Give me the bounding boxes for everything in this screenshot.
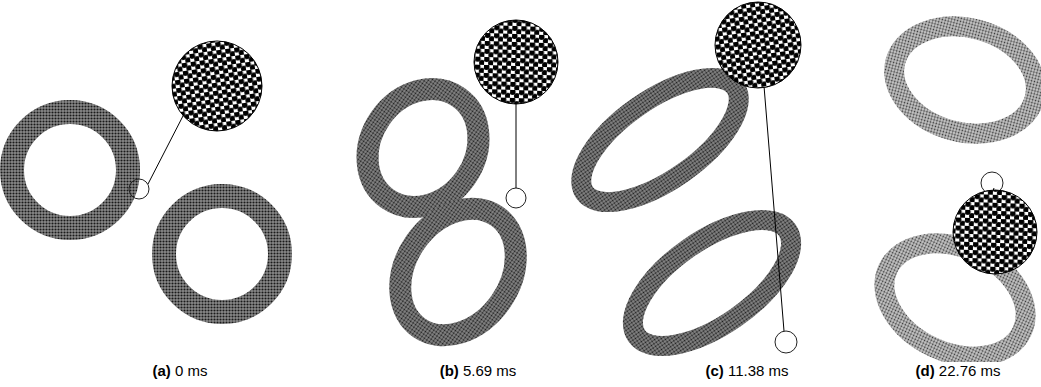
zoom-marker <box>506 188 526 208</box>
ring <box>12 112 128 228</box>
panel-caption: (d) 22.76 ms <box>913 362 1002 379</box>
ring <box>376 186 539 357</box>
panel-caption: (b) 5.69 ms <box>438 362 519 379</box>
leader-line <box>764 86 784 331</box>
panel-b <box>345 20 558 358</box>
leader-line <box>516 104 517 188</box>
ring <box>882 11 1041 149</box>
panel-a <box>12 41 280 312</box>
panel-caption: (a) 0 ms <box>150 362 209 379</box>
panel-d <box>866 11 1041 378</box>
panel-c <box>562 2 812 370</box>
panel-caption: (c) 11.38 ms <box>703 362 790 379</box>
magnified-view <box>715 2 801 88</box>
zoom-marker <box>775 331 797 353</box>
magnified-view <box>172 41 262 131</box>
zoom-marker <box>129 179 149 199</box>
ring <box>613 196 812 370</box>
leader-line <box>148 114 184 184</box>
magnified-view <box>474 20 558 104</box>
magnified-view <box>953 190 1037 274</box>
ring <box>164 196 280 312</box>
ring <box>562 54 759 225</box>
